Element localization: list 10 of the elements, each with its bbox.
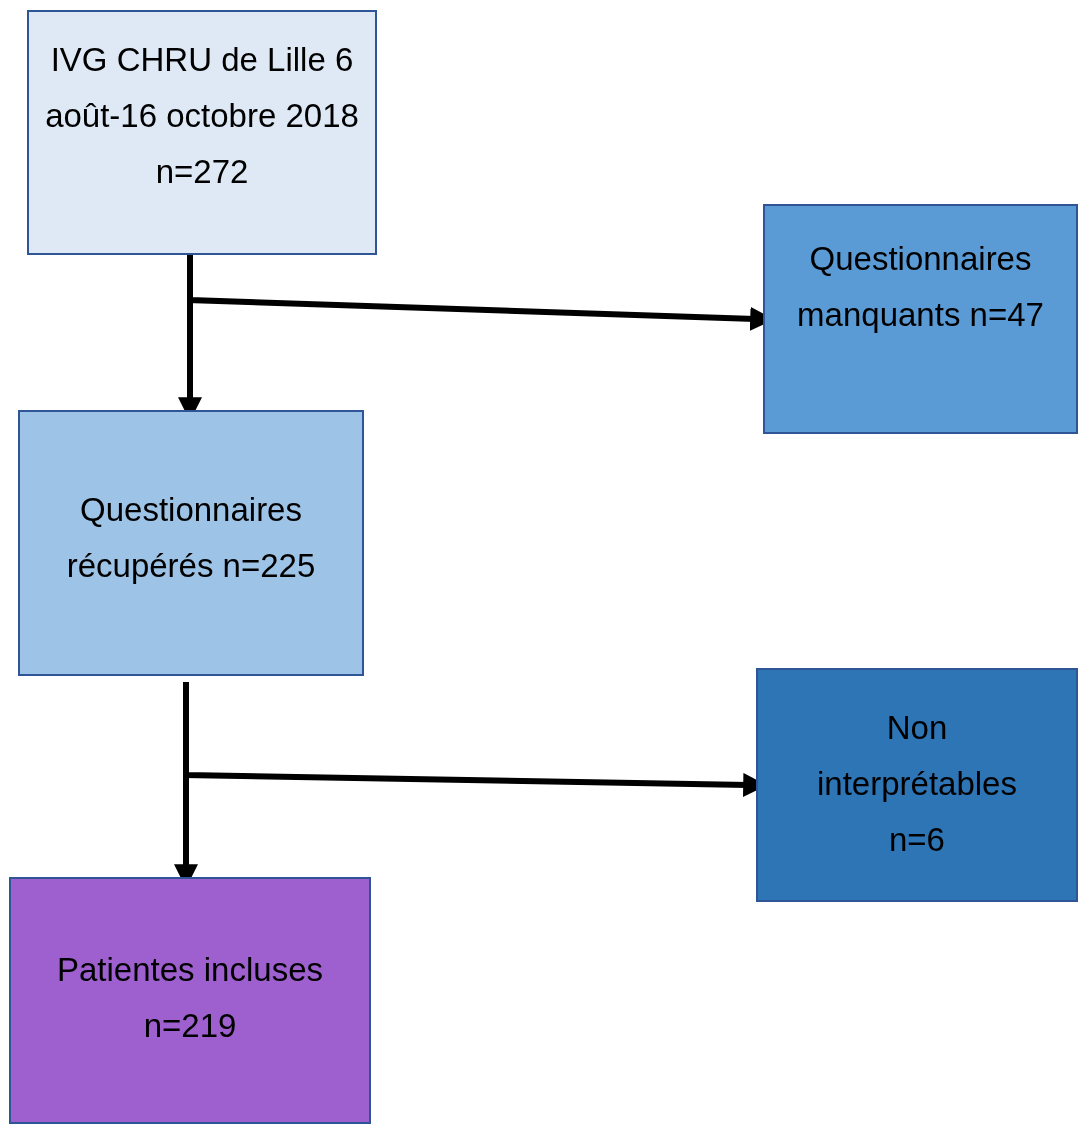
box-label: Patientes incluses n=219 bbox=[56, 950, 324, 1046]
box-label: Non interprétables n=6 bbox=[816, 708, 1018, 860]
process-box bbox=[9, 877, 371, 1124]
process-box bbox=[763, 204, 1078, 434]
box-label: IVG CHRU de Lille 6 août-16 octobre 2018 n=272 bbox=[44, 40, 360, 192]
process-box bbox=[27, 10, 377, 255]
process-box bbox=[18, 410, 364, 676]
box-label: Questionnaires récupérés n=225 bbox=[65, 490, 317, 586]
box-label: Questionnaires manquants n=47 bbox=[796, 239, 1045, 335]
process-box bbox=[756, 668, 1078, 902]
